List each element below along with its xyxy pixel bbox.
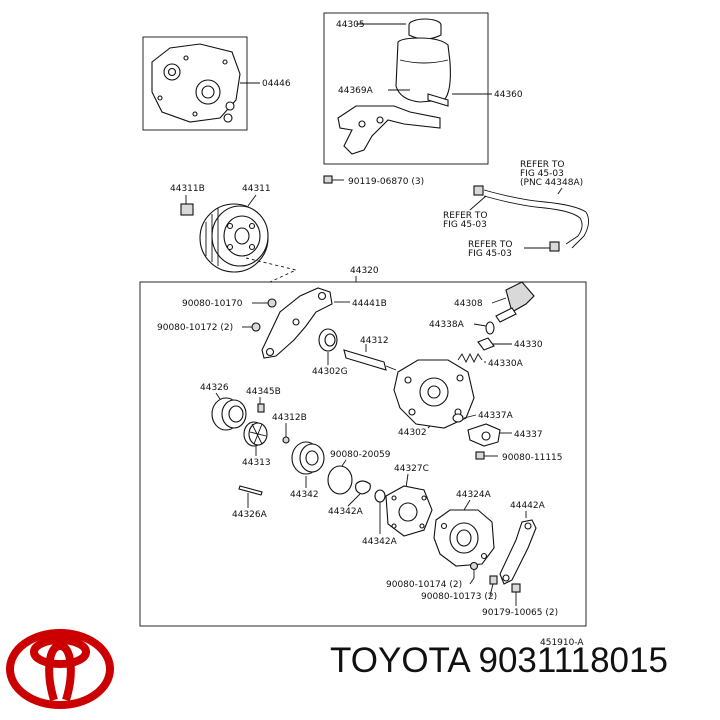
oring-90080-20059	[327, 465, 353, 495]
bolt-90119	[323, 175, 344, 184]
gasket-kit-frame	[142, 36, 248, 131]
oring-44342a	[374, 489, 386, 503]
label-90080-20059: 90080-20059	[330, 450, 391, 460]
label-04446: 04446	[262, 79, 291, 89]
label-44326: 44326	[200, 383, 229, 393]
label-44330: 44330	[514, 340, 543, 350]
clip-44312b	[282, 436, 290, 444]
label-44442a: 44442A	[510, 501, 546, 511]
label-90119: 90119-06870 (3)	[348, 177, 424, 187]
rotor-44313	[243, 421, 268, 447]
label-90080-10172: 90080-10172 (2)	[157, 323, 233, 333]
label-90080-10170: 90080-10170	[182, 299, 243, 309]
gasket-kit-drawing	[151, 43, 241, 123]
valve-44330	[477, 337, 495, 351]
reservoir-drawing	[337, 18, 451, 155]
hose-drawing	[473, 185, 589, 252]
label-44324a: 44324A	[456, 490, 492, 500]
label-44311b: 44311B	[170, 184, 205, 194]
bolt-90179	[511, 583, 521, 593]
label-44312b: 44312B	[272, 413, 307, 423]
bolt-90080-11115	[475, 451, 485, 460]
label-44342a-1: 44342A	[328, 507, 364, 517]
label-44305: 44305	[336, 20, 365, 30]
key-44326a	[238, 485, 263, 496]
label-44326a: 44326A	[232, 510, 268, 520]
brand-name: TOYOTA	[330, 641, 469, 680]
label-44312: 44312	[360, 336, 389, 346]
label-90179: 90179-10065 (2)	[482, 608, 558, 618]
reservoir-frame	[323, 12, 489, 165]
plate-44342	[291, 441, 325, 475]
gasket-44327c	[385, 485, 433, 537]
bracket-44442a	[499, 519, 537, 585]
label-44342: 44342	[290, 490, 319, 500]
label-refer2-b: FIG 45-03	[443, 220, 487, 230]
spring-44330a	[457, 352, 483, 364]
brand-part-text: TOYOTA 9031118015	[330, 636, 715, 686]
rear-housing-44324a	[433, 509, 495, 567]
label-44302g: 44302G	[312, 367, 348, 377]
bolt-90080-10173	[489, 575, 498, 585]
label-44302: 44302	[398, 428, 427, 438]
label-44360: 44360	[494, 90, 523, 100]
label-44337: 44337	[514, 430, 543, 440]
shaft-44312	[343, 349, 397, 371]
label-44311: 44311	[242, 184, 271, 194]
label-90080-10174: 90080-10174 (2)	[386, 580, 462, 590]
label-90080-10173: 90080-10173 (2)	[421, 592, 497, 602]
fitting-44308	[495, 281, 535, 323]
cam-ring-44326	[211, 397, 247, 431]
pump-assembly-frame	[139, 281, 587, 627]
label-44327c: 44327C	[394, 464, 429, 474]
label-44345b: 44345B	[246, 387, 281, 397]
label-44330a: 44330A	[488, 359, 524, 369]
oring-44338a	[485, 321, 495, 335]
snapring-44342a	[355, 480, 371, 495]
bracket-44441b	[261, 287, 333, 359]
label-44338a: 44338A	[429, 320, 465, 330]
label-44369a: 44369A	[338, 86, 374, 96]
label-refer1-c: (PNC 44348A)	[520, 178, 583, 188]
label-44320: 44320	[350, 266, 379, 276]
pulley-nut	[180, 203, 194, 216]
union-44337	[467, 423, 501, 447]
label-90080-11115: 90080-11115	[502, 453, 563, 463]
label-refer1-a: REFER TO	[520, 160, 565, 170]
pump-body-44302	[393, 359, 475, 429]
label-refer1-b: FIG 45-03	[520, 169, 564, 179]
label-44313: 44313	[242, 458, 271, 468]
bearing-44302g	[318, 328, 338, 352]
label-44337a: 44337A	[478, 411, 514, 421]
pulley-drawing	[199, 203, 269, 273]
label-44342a-2: 44342A	[362, 537, 398, 547]
label-refer3-b: FIG 45-03	[468, 249, 512, 259]
part-number: 9031118015	[478, 641, 668, 680]
pin-44345b	[257, 403, 265, 413]
bolt-90080-10174	[469, 561, 479, 571]
diagram-ref-code: 451910-A	[540, 638, 584, 648]
label-44441b: 44441B	[352, 299, 387, 309]
oring-44337a	[452, 413, 464, 423]
label-44308: 44308	[454, 299, 483, 309]
label-refer2-a: REFER TO	[443, 211, 488, 221]
label-refer3-a: REFER TO	[468, 240, 513, 250]
toyota-logo	[6, 629, 114, 709]
